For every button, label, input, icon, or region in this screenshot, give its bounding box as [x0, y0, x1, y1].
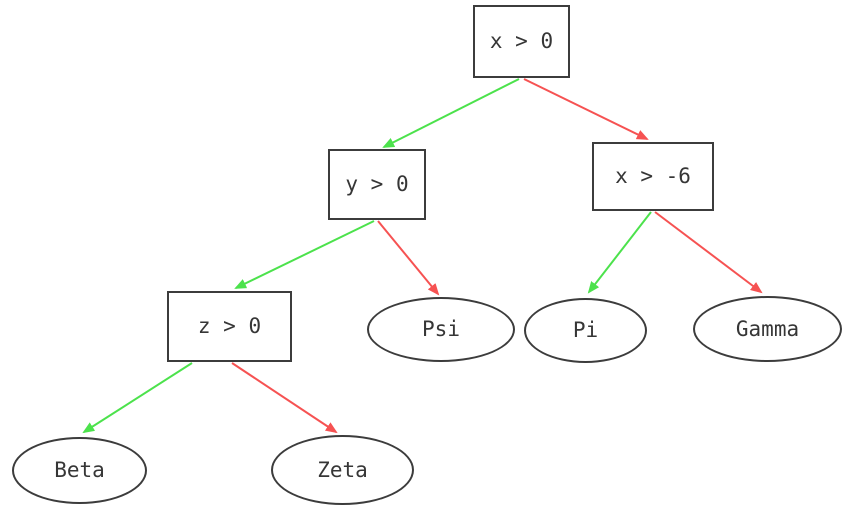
leaf-node-pi: Pi — [524, 298, 647, 363]
edge-x6-gamma — [654, 211, 763, 294]
edge-z0-zeta — [231, 362, 338, 434]
leaf-node-beta: Beta — [12, 437, 147, 504]
edge-x0-x6 — [523, 78, 649, 140]
edge-y0-psi — [377, 220, 440, 296]
leaf-node-gamma: Gamma — [693, 296, 842, 362]
decision-node-z-gt-0: z > 0 — [167, 291, 292, 362]
edge-z0-beta — [82, 362, 193, 434]
edge-x0-y0 — [382, 78, 520, 148]
leaf-node-psi: Psi — [367, 297, 515, 362]
decision-node-x-gt-neg6: x > -6 — [592, 142, 714, 211]
decision-node-y-gt-0: y > 0 — [328, 149, 426, 220]
edge-y0-z0 — [234, 220, 375, 289]
edge-x6-pi — [587, 211, 652, 294]
decision-node-x-gt-0: x > 0 — [473, 5, 570, 78]
leaf-node-zeta: Zeta — [271, 435, 414, 505]
